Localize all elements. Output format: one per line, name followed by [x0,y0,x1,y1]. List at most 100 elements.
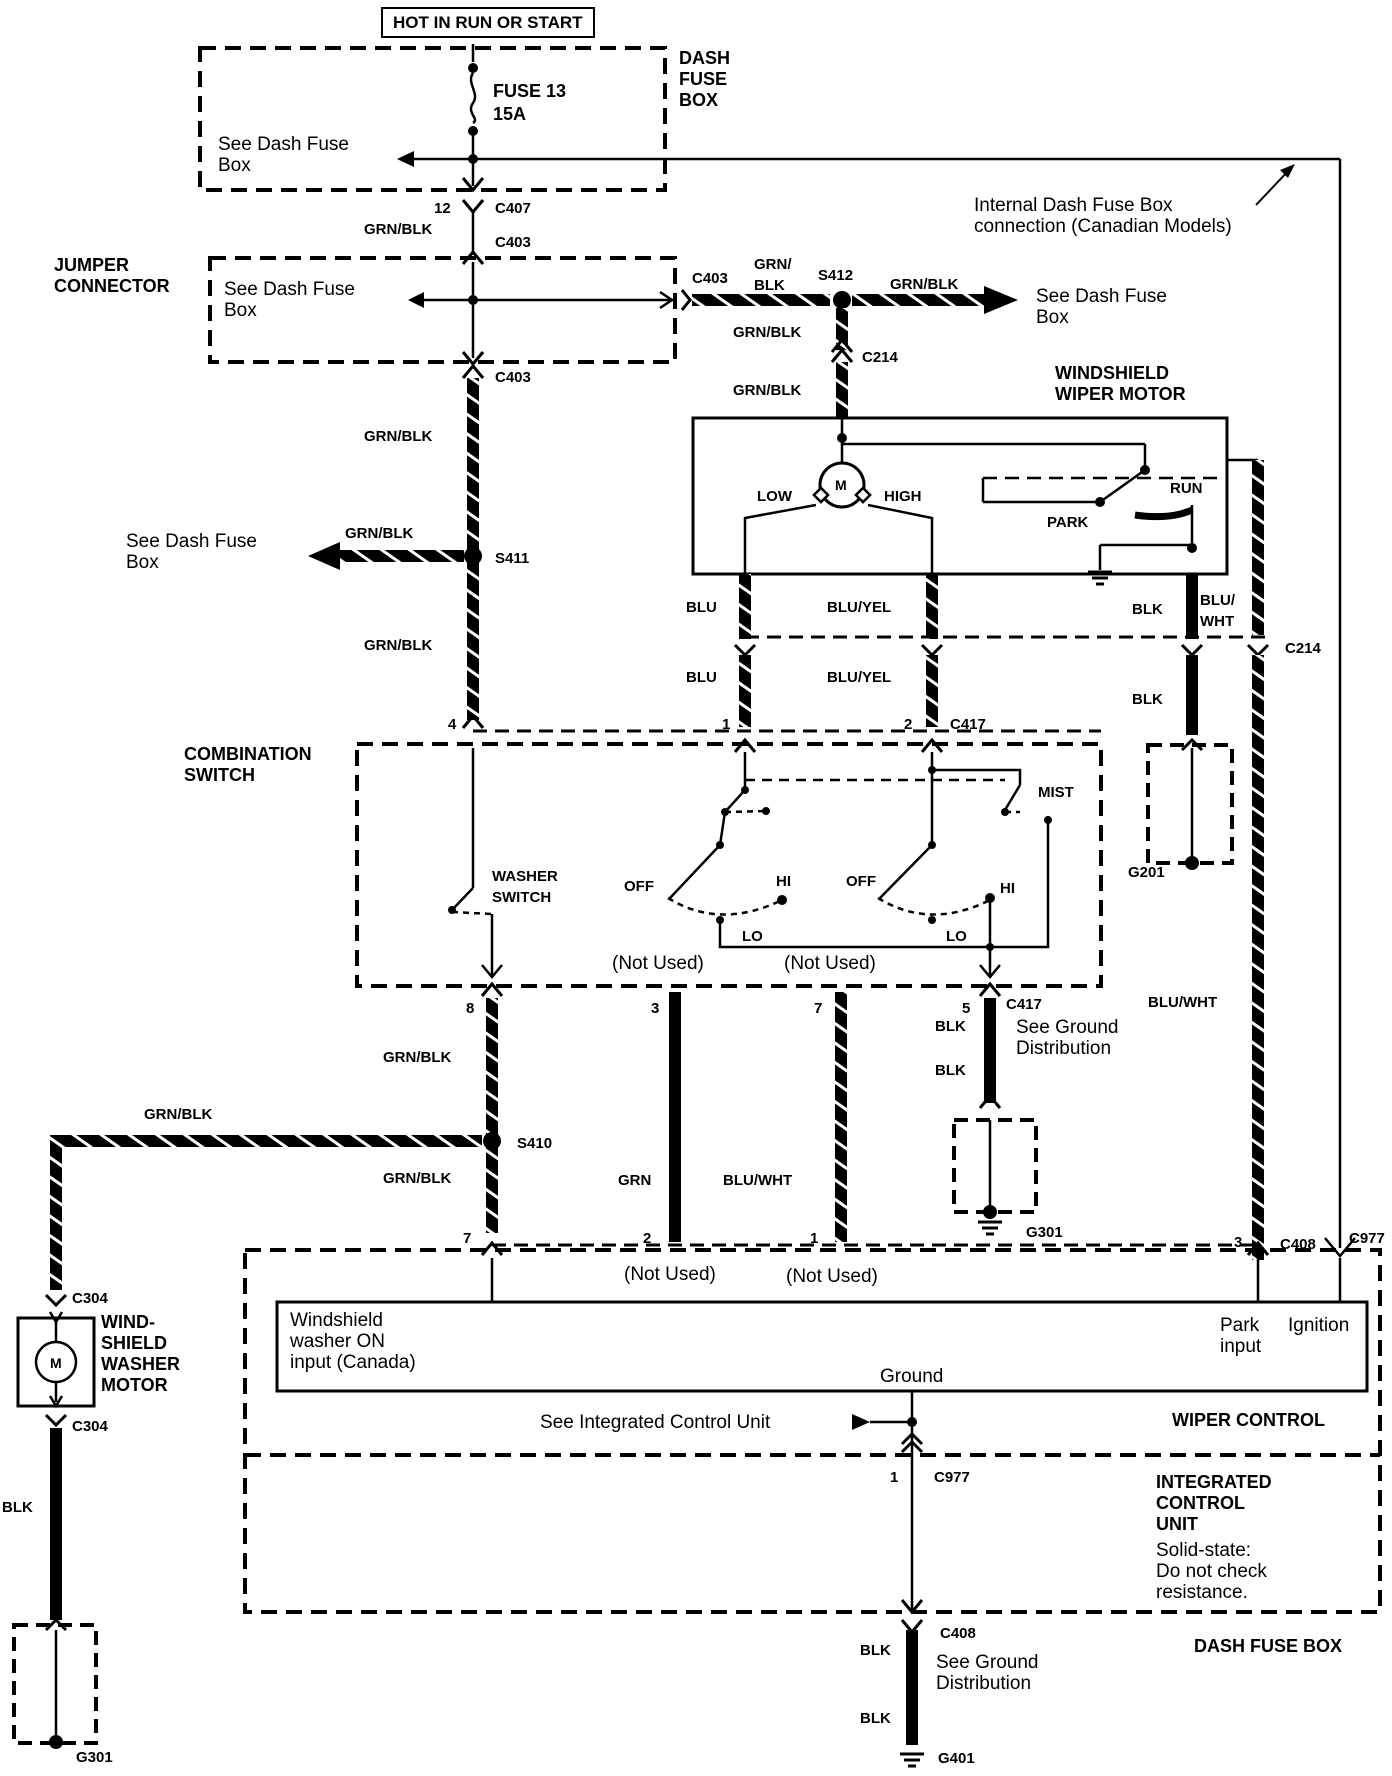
combination-switch-title: COMBINATION SWITCH [184,744,312,785]
wire-label: BLK [860,1710,891,1727]
c408-label: C408 [1280,1236,1316,1253]
c417-label: C417 [1006,996,1042,1013]
wire-label: GRN/BLK [383,1049,452,1066]
pin-label: 2 [904,716,913,733]
pin-label: 3 [1234,1234,1243,1251]
pin-label: 5 [962,1000,971,1017]
jumper-see-label: See Dash Fuse Box [224,279,355,321]
wiper-control-title: WIPER CONTROL [1172,1410,1325,1430]
off-label: OFF [846,873,876,890]
lo-label: LO [946,928,967,945]
c977-label: C977 [1349,1230,1385,1247]
wire-label: BLU [686,669,717,686]
off-label: OFF [624,878,654,895]
motor-low-label: LOW [757,488,792,505]
see-dash-fuse-label: See Dash Fuse Box [126,531,257,573]
icu-title: INTEGRATED CONTROL UNIT [1156,1472,1272,1534]
internal-note: Internal Dash Fuse Box connection (Canad… [974,195,1232,237]
c977-label: C977 [934,1469,970,1486]
wire-label: GRN/BLK [364,637,433,654]
g201-label: G201 [1128,864,1165,881]
pin-label: 1 [890,1469,899,1486]
pin-label: 7 [463,1230,472,1247]
supply-label: HOT IN RUN OR START [381,7,595,38]
not-used-label: (Not Used) [624,1264,716,1285]
washer-motor-m-label: M [50,1355,62,1371]
s412-label: S412 [818,267,854,284]
washer-input-label: Windshield washer ON input (Canada) [290,1310,416,1373]
fuse-rating: 15A [493,104,527,124]
wire-label: BLU/WHT [1148,994,1218,1011]
wire-label: GRN/BLK [364,221,433,238]
mist-label: MIST [1038,784,1074,801]
wire-label: BLK [935,1062,966,1079]
wire-label: GRN/BLK [383,1170,452,1187]
wire-label: GRN/BLK [890,276,959,293]
dash-fuse-see-label: See Dash Fuse Box [218,134,349,176]
g301-label: G301 [76,1749,113,1766]
dash-fuse-box-outline [198,46,667,192]
ignition-label: Ignition [1288,1315,1350,1336]
wire-label: BLK [2,1499,33,1516]
not-used-label: (Not Used) [784,953,876,974]
motor-run-label: RUN [1170,480,1203,497]
c403-label: C403 [495,234,531,251]
c304-label: C304 [72,1290,108,1307]
wire-label: GRN/ BLK [754,256,792,294]
wire-label: GRN/BLK [345,525,414,542]
wire-label: BLU/WHT [723,1172,793,1189]
s410-label: S410 [517,1135,553,1152]
pin-label: 1 [722,716,731,733]
pin-label: 3 [651,1000,660,1017]
hi-label: HI [1000,880,1015,897]
fuse-label: FUSE 13 [493,81,567,101]
c407-pin: 12 [434,200,451,217]
wire-label: GRN/BLK [733,382,802,399]
icu-note: Solid-state: Do not check resistance. [1156,1540,1267,1603]
wire-label: BLK [1132,601,1163,618]
c304-label: C304 [72,1418,108,1435]
pin-label: 7 [814,1000,823,1017]
pin-label: 1 [810,1230,819,1247]
wire-label: BLU/YEL [827,669,892,686]
wire-label: GRN/BLK [733,324,802,341]
c403-label: C403 [692,270,728,287]
motor-m-label: M [835,477,847,493]
pin-label: 8 [466,1000,475,1017]
c417-label: C417 [950,716,986,733]
motor-park-label: PARK [1047,514,1089,531]
wire-label: BLK [935,1018,966,1035]
wire-label: GRN/BLK [144,1106,213,1123]
jumper-title: JUMPER CONNECTOR [54,255,170,296]
washer-switch-label: WASHER SWITCH [492,868,558,906]
lo-label: LO [742,928,763,945]
wiper-motor-title: WINDSHIELD WIPER MOTOR [1055,363,1186,404]
s411-label: S411 [495,550,530,567]
wire-label: BLU [686,599,717,616]
g401-label: G401 [938,1750,975,1767]
hi-label: HI [776,873,791,890]
motor-high-label: HIGH [884,488,922,505]
see-ground-label: See Ground Distribution [936,1652,1039,1694]
c214-label: C214 [862,349,898,366]
g301-label: G301 [1026,1224,1063,1241]
wire-label: BLU/YEL [827,599,892,616]
wire-label: GRN [618,1172,652,1189]
c408-label: C408 [940,1625,976,1642]
c214-label: C214 [1285,640,1321,657]
see-dash-fuse-label: See Dash Fuse Box [1036,286,1167,328]
pin-label: 4 [448,716,457,733]
wire-label: BLK [1132,691,1163,708]
wire-label: BLK [860,1642,891,1659]
wire-label: BLU/ WHT [1200,592,1235,630]
dash-fuse-box-bottom-label: DASH FUSE BOX [1194,1636,1343,1656]
dash-fuse-box-title: DASH FUSE BOX [679,48,731,110]
c403-label: C403 [495,369,531,386]
see-icu-label: See Integrated Control Unit [540,1412,771,1433]
washer-motor-title: WIND- SHIELD WASHER MOTOR [101,1312,181,1395]
pin-label: 2 [643,1230,652,1247]
c407-label: C407 [495,200,531,217]
not-used-label: (Not Used) [786,1266,878,1287]
not-used-label: (Not Used) [612,953,704,974]
